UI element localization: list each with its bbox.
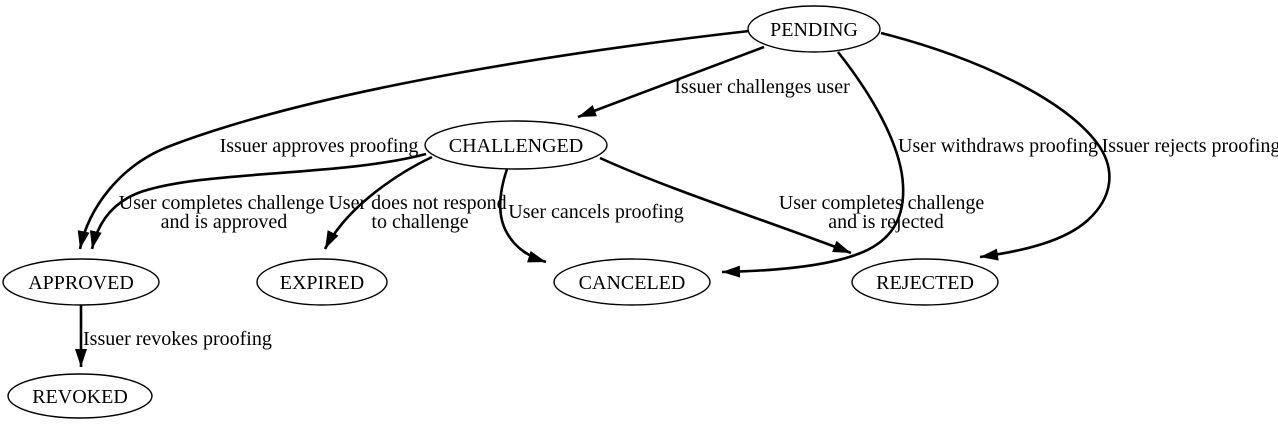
edge-challenged-approved [89, 152, 427, 250]
edge-label-issuer-challenges-user: Issuer challenges user [674, 76, 850, 98]
node-revoked-label: REVOKED [32, 386, 128, 408]
node-approved: APPROVED [2, 258, 160, 306]
edges-layer [75, 29, 1111, 367]
node-canceled-ellipse [553, 258, 711, 306]
node-expired-label: EXPIRED [280, 272, 364, 294]
edge-challenged-canceled [498, 168, 547, 264]
edge-label-line: User does not respond [328, 192, 506, 214]
node-pending: PENDING [747, 5, 881, 53]
edge-challenged-rejected [599, 156, 852, 255]
edge-label-line: User completes challenge [119, 192, 325, 214]
edge-challenged-expired [323, 155, 433, 250]
edge-label-user-completes-challenge-approved: User completes challenge and is approved [119, 192, 329, 233]
edge-label-user-cancels-proofing: User cancels proofing [508, 201, 684, 223]
node-challenged: CHALLENGED [424, 120, 608, 170]
edge-label-issuer-revokes-proofing: Issuer revokes proofing [83, 328, 272, 350]
edge-label-user-withdraws-proofing: User withdraws proofing [898, 135, 1098, 157]
edge-pending-canceled [721, 51, 905, 278]
node-expired-ellipse [256, 258, 388, 306]
nodes-layer: PENDING CHALLENGED APPROVED EXPIRED CANC… [2, 5, 999, 419]
node-rejected: REJECTED [851, 258, 999, 306]
node-approved-ellipse [2, 258, 160, 306]
node-rejected-ellipse [851, 258, 999, 306]
node-approved-label: APPROVED [28, 272, 134, 294]
edge-label-issuer-rejects-proofing: Issuer rejects proofing [1102, 135, 1278, 157]
node-rejected-label: REJECTED [876, 272, 974, 294]
edge-label-line: User completes challenge [779, 192, 985, 214]
edge-labels-layer: Issuer challenges user Issuer approves p… [83, 76, 1278, 350]
edge-label-user-completes-challenge-rejected: User completes challenge and is rejected [779, 192, 989, 233]
node-pending-ellipse [747, 5, 881, 53]
node-canceled-label: CANCELED [579, 272, 686, 294]
node-revoked-ellipse [7, 373, 153, 419]
node-expired: EXPIRED [256, 258, 388, 306]
edge-label-issuer-approves-proofing: Issuer approves proofing [220, 135, 419, 157]
node-pending-label: PENDING [770, 19, 858, 41]
edge-label-line: and is rejected [828, 211, 944, 233]
edge-label-user-does-not-respond: User does not respond to challenge [328, 192, 511, 233]
edge-label-line: to challenge [371, 211, 468, 233]
node-revoked: REVOKED [7, 373, 153, 419]
edge-pending-challenged [577, 45, 765, 119]
edge-label-line: and is approved [161, 211, 288, 233]
node-challenged-ellipse [424, 120, 608, 170]
node-canceled: CANCELED [553, 258, 711, 306]
node-challenged-label: CHALLENGED [449, 135, 583, 157]
edge-pending-approved [77, 29, 750, 250]
edge-pending-rejected [880, 31, 1111, 261]
